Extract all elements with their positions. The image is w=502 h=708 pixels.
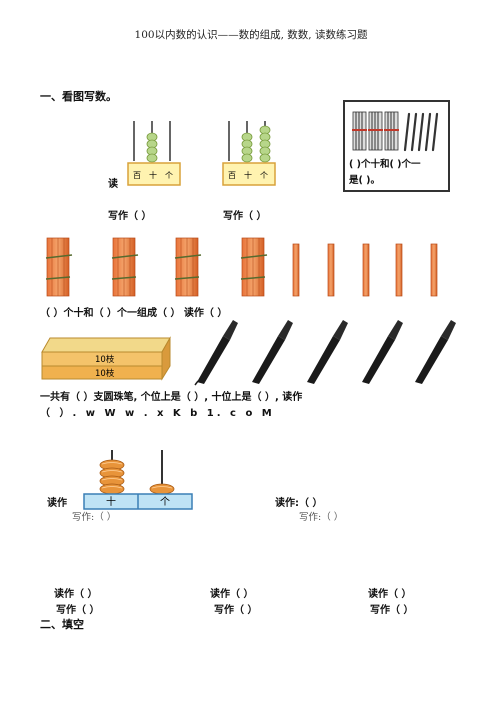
place-label-tens: 十 <box>106 495 116 508</box>
place-label-tens: 十 <box>149 170 157 180</box>
sticks-question: （ ）个十和（ ）个一组成（ ） 读作（ ） <box>40 308 228 319</box>
place-label-tens: 十 <box>244 170 252 180</box>
read-answer-2: 读作（ ） <box>210 589 254 600</box>
write-answer-d: 写作:（ ） <box>299 512 344 523</box>
pen-icon <box>307 320 348 384</box>
sticks-illustration <box>45 237 438 297</box>
stick-bundle <box>240 237 268 297</box>
place-label-ones: 个 <box>165 171 173 180</box>
page-title: 100以内数的认识——数的组成, 数数, 读数练习题 <box>134 29 368 41</box>
bundle-question-line2: 是( )。 <box>349 175 380 186</box>
single-sticks <box>292 243 438 297</box>
place-label-hundreds: 百 <box>133 171 141 180</box>
stick-bundle-illustration <box>352 111 439 152</box>
stick-bundle <box>111 237 139 297</box>
read-label: 读 <box>108 179 118 190</box>
place-label-ones: 个 <box>160 496 170 508</box>
pen-icon <box>362 320 403 384</box>
box-label-bottom: 10枝 <box>95 368 115 379</box>
place-label-hundreds: 百 <box>228 171 236 180</box>
pen-icon <box>194 320 238 386</box>
pens-illustration <box>194 320 456 386</box>
write-answer-c: 写作:（ ） <box>72 512 117 523</box>
write-answer-2: 写作（ ） <box>214 605 258 616</box>
write-answer-b: 写作（ ） <box>223 211 267 222</box>
pen-icon <box>415 320 456 384</box>
read-answer-1: 读作（ ） <box>54 589 98 600</box>
write-answer-1: 写作（ ） <box>56 605 100 616</box>
section-heading-2: 二、填空 <box>40 618 84 631</box>
stick-bundle <box>174 237 202 297</box>
write-answer-3: 写作（ ） <box>370 605 414 616</box>
pen-question-line2: （ ）. w W w . x K b 1. c o M <box>40 408 275 419</box>
place-label-ones: 个 <box>260 171 268 180</box>
read-answer-3: 读作（ ） <box>368 589 412 600</box>
read-answer-d: 读作:（ ） <box>275 498 323 509</box>
read-label-c: 读作 <box>47 498 67 509</box>
abacus-figure-c: 十 个 <box>83 450 193 510</box>
stick-bundle-box: ( )个十和( )个一 是( )。 <box>343 100 450 192</box>
section-heading-1: 一、看图写数。 <box>40 90 117 103</box>
pen-box-illustration: 10枝 10枝 <box>41 336 171 381</box>
abacus-figure-a: 百 十 个 <box>127 121 181 186</box>
box-label-top: 10枝 <box>95 354 115 365</box>
bundle-question-line1: ( )个十和( )个一 <box>349 159 421 170</box>
pen-icon <box>252 320 293 384</box>
pen-question-line1: 一共有（ ）支圆珠笔, 个位上是（ ）, 十位上是（ ）, 读作 <box>40 392 303 403</box>
write-answer-a: 写作（ ） <box>108 211 152 222</box>
abacus-figure-b: 百 十 个 <box>222 121 276 186</box>
stick-bundle <box>45 237 73 297</box>
